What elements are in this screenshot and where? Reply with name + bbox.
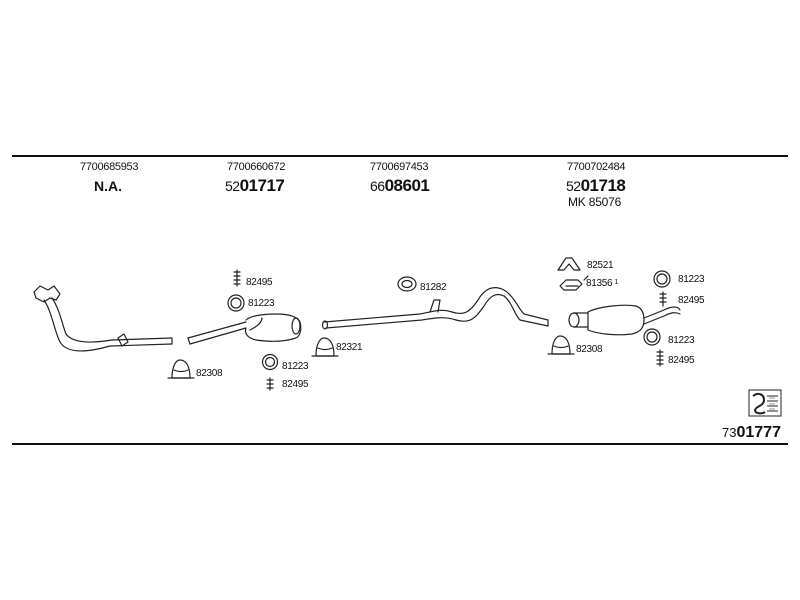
ring-symbol-81223-left-upper — [227, 294, 245, 312]
hanger-symbol-82495-right-lower — [656, 349, 664, 367]
part-main-col4: 01718 — [580, 176, 626, 195]
bottom-divider-line — [12, 443, 788, 445]
label-81223-right-lower: 81223 — [668, 335, 695, 346]
label-81223-left-lower: 81223 — [282, 361, 309, 372]
catalog-number-main: 01777 — [736, 424, 781, 441]
top-divider-line — [12, 155, 788, 157]
ring-symbol-81223-left-lower — [261, 353, 279, 371]
part-number-col4: 5201718 — [566, 176, 626, 195]
part-number-col3: 6608601 — [370, 176, 430, 195]
label-82521: 82521 — [587, 260, 614, 271]
clamp-symbol-82308-left — [167, 359, 195, 379]
part-main-col3: 08601 — [384, 176, 430, 195]
part-prefix-col2: 52 — [225, 178, 240, 194]
part-number-col2: 5201717 — [225, 176, 285, 195]
hanger-symbol-82495-right-upper — [659, 291, 667, 307]
clamp-symbol-82308-right — [547, 335, 575, 355]
label-81223-right-upper: 81223 — [678, 274, 705, 285]
oem-number-col2: 7700660672 — [227, 161, 286, 173]
catalog-logo-icon — [748, 389, 782, 417]
label-82495-right-lower: 82495 — [668, 355, 695, 366]
mount-kit-number: MK 85076 — [568, 195, 622, 209]
part-prefix-col4: 52 — [566, 178, 581, 194]
part-prefix-col3: 66 — [370, 178, 385, 194]
part-main-col2: 01717 — [239, 176, 285, 195]
front-pipe-drawing — [33, 285, 173, 352]
label-82495-left-upper: 82495 — [246, 277, 273, 288]
oem-number-col4: 7700702484 — [567, 161, 626, 173]
label-82321: 82321 — [336, 342, 363, 353]
oem-number-col1: 7700685953 — [80, 161, 139, 173]
label-81356-number: 81356 — [586, 278, 613, 289]
oem-number-col3: 7700697453 — [370, 161, 429, 173]
ring-symbol-81223-right-lower — [643, 328, 661, 346]
front-silencer-drawing — [187, 313, 302, 345]
label-81356-superscript: 1 — [614, 279, 618, 286]
catalog-number-prefix: 73 — [722, 425, 737, 440]
label-81282: 81282 — [420, 282, 447, 293]
label-82308-right: 82308 — [576, 344, 603, 355]
ring-symbol-81223-right-upper — [653, 270, 671, 288]
label-82308-left: 82308 — [196, 368, 223, 379]
part-number-col1: N.A. — [94, 178, 122, 194]
label-82495-left-lower: 82495 — [282, 379, 309, 390]
hanger-symbol-82495-left-lower — [266, 377, 274, 391]
ring-symbol-81282 — [397, 276, 417, 292]
middle-pipe-drawing — [321, 287, 549, 330]
label-81223-left-upper: 81223 — [248, 298, 275, 309]
hanger-symbol-82521 — [557, 257, 581, 271]
label-82495-right-upper: 82495 — [678, 295, 705, 306]
catalog-number: 7301777 — [722, 425, 781, 441]
hanger-symbol-82495-left-upper — [233, 269, 241, 287]
hanger-symbol-81356 — [559, 275, 589, 291]
clamp-symbol-82321 — [311, 337, 339, 357]
rear-silencer-drawing — [568, 304, 681, 336]
